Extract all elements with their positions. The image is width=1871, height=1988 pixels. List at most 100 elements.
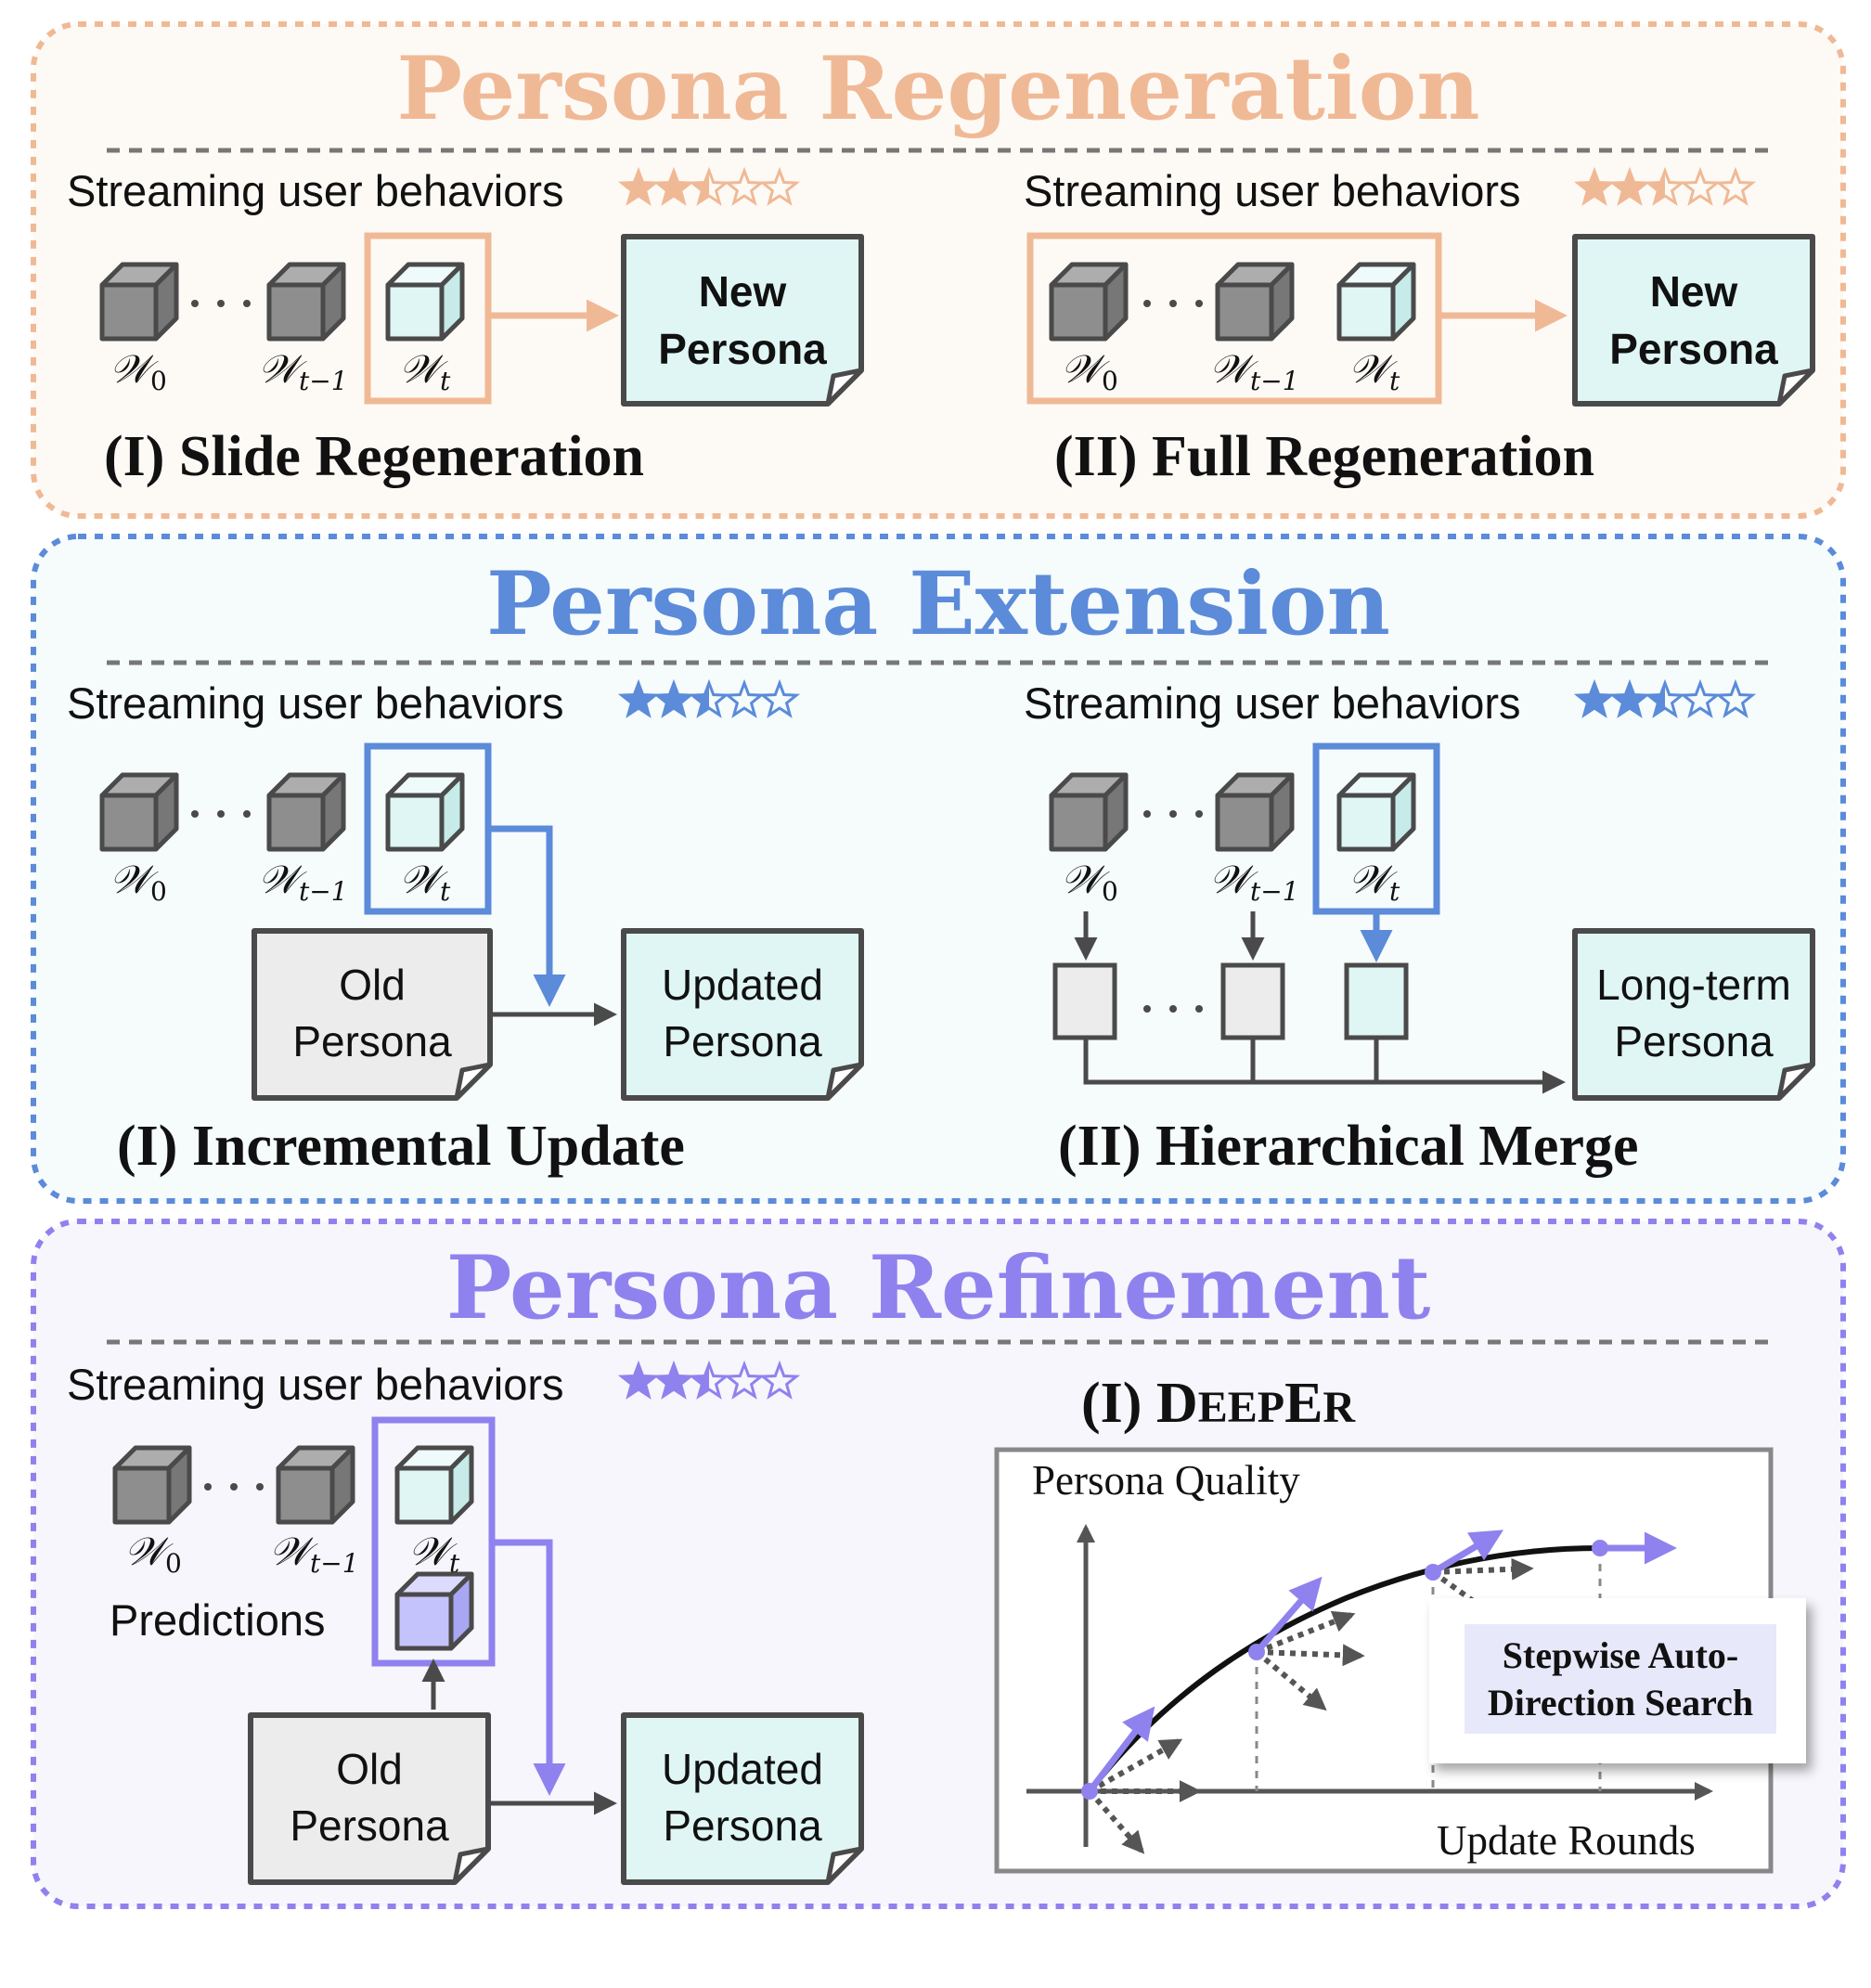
new-persona-doc [621,234,864,407]
cube-wt-1 [266,772,346,852]
new-persona-doc [1572,234,1815,407]
cube-wt-1 [276,1445,355,1525]
persona-line-2: Persona [1609,325,1778,373]
auto-direction-callout: Stepwise Auto- Direction Search [1429,1598,1806,1763]
star-outline [1644,678,1686,718]
callout-highlight [1465,1624,1776,1734]
chosen-direction-arrow [1431,1530,1504,1576]
candidate-direction-arrow [1255,1649,1327,1711]
cube-wt [1336,262,1416,342]
star-outline [1608,166,1651,206]
star-filled [1647,683,1665,716]
star-filled [1612,683,1647,716]
star-outline [652,678,695,718]
label-w0: 𝒲0 [110,346,167,396]
hierarchical-merge-panel: Streaming user behaviors 𝒲0 𝒲t−1 𝒲t Long… [1024,678,1815,1178]
streaming-label: Streaming user behaviors [1024,166,1521,215]
doc-body [252,928,493,1101]
cube-front-face [276,1465,335,1525]
doc-fold [825,1062,864,1101]
x-axis-label: Update Rounds [1437,1817,1696,1864]
cube-front-face [266,282,326,342]
cube-front-face [1336,282,1396,342]
doc-fold [454,1062,493,1101]
doc-body [621,1712,864,1885]
cube-front-face [1049,793,1108,852]
old-persona-line-1: Old [339,961,406,1009]
star-outline [1679,678,1722,718]
slide-regeneration-caption: (I) Slide Regeneration [104,425,644,488]
updated-persona-line-1: Updated [662,1745,823,1793]
label-wt: 𝒲t [1348,346,1400,396]
ellipsis [1143,300,1203,307]
ellipsis [191,810,251,818]
star-outline [1714,678,1757,718]
summary-box-wt [1344,962,1409,1040]
old-persona-doc [252,928,493,1101]
star-filled [691,1364,709,1397]
streaming-label: Streaming user behaviors [67,166,564,215]
ellipsis [1143,1005,1203,1013]
star-filled [621,1364,656,1397]
round-point [1248,1644,1265,1660]
incremental-update-caption: (I) Incremental Update [117,1115,685,1178]
candidate-direction-arrow [1431,1569,1502,1621]
refinement-title: Persona Refinement [446,1237,1431,1339]
round-point [1592,1540,1608,1556]
chosen-direction-arrow [1254,1576,1323,1655]
hierarchical-merge-caption: (II) Hierarchical Merge [1058,1115,1638,1178]
persona-line-2: Persona [658,325,827,373]
summary-box-wt-1 [1220,962,1285,1040]
predictions-label: Predictions [110,1595,326,1645]
label-wt: 𝒲t [1348,857,1400,907]
star-outline [723,166,766,206]
summary-box-w0 [1052,962,1117,1040]
deeper-panel: (I) DEEPER Persona Quality Update Rounds [994,1372,1806,1874]
cube-front-face [385,282,445,342]
regeneration-title: Persona Regeneration [396,38,1479,140]
round-point [1081,1783,1098,1800]
section-regeneration: Persona Regeneration Streaming user beha… [31,21,1846,519]
star-rating [617,1360,801,1400]
quality-curve [1087,1545,1601,1793]
star-outline [758,678,801,718]
updated-persona-line-2: Persona [663,1801,822,1850]
old-persona-line-1: Old [336,1745,403,1793]
star-filled [656,171,691,203]
streaming-label: Streaming user behaviors [1024,678,1521,728]
chosen-direction-arrow [1087,1706,1155,1794]
doc-fold [452,1846,491,1885]
persona-line-1: New [699,267,787,316]
streaming-label: Streaming user behaviors [67,678,564,728]
star-outline [1679,166,1722,206]
star-filled [621,171,656,203]
full-regeneration-panel: Streaming user behaviors 𝒲0 𝒲t−1 𝒲t New … [1024,166,1815,488]
cube-wt [385,262,465,342]
candidate-direction-arrow [1432,1557,1534,1581]
cube-wt-1 [1215,772,1295,852]
callout-line-2: Direction Search [1488,1682,1753,1723]
streaming-label: Streaming user behaviors [67,1360,564,1409]
cube-front-face [1336,793,1396,852]
star-filled [1577,683,1612,716]
section-extension: Persona Extension Streaming user behavio… [31,534,1846,1204]
long-term-persona-doc [1572,928,1815,1101]
doc-fold [1776,368,1815,407]
section-refinement: Persona Refinement Streaming user behavi… [31,1219,1846,1909]
old-persona-line-2: Persona [292,1017,452,1065]
ellipsis [1143,810,1203,818]
label-wt-1: 𝒲t−1 [1209,857,1299,907]
doc-fold [825,368,864,407]
search-arrows [1087,1530,1677,1854]
star-outline [617,678,660,718]
cube-wt-1 [1215,262,1295,342]
cube-w0 [1049,262,1129,342]
label-wt-1: 𝒲t−1 [258,857,348,907]
long-term-persona-line-1: Long-term [1596,961,1791,1009]
star-outline [1573,166,1616,206]
star-outline [617,166,660,206]
updated-persona-line-1: Updated [662,961,823,1009]
star-outline [758,166,801,206]
arrow-window-to-merge [492,1539,566,1796]
